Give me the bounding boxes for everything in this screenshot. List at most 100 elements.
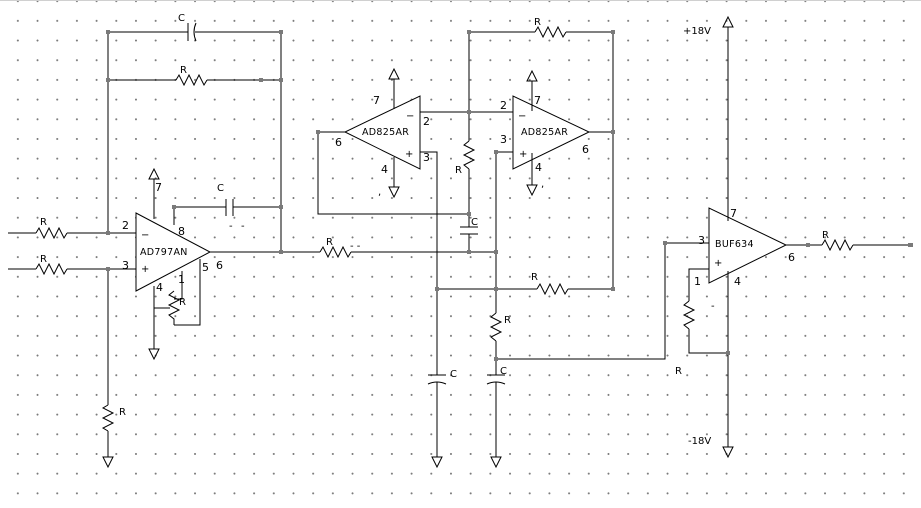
node-dot — [172, 205, 176, 209]
node-dot — [435, 287, 439, 291]
node-dot — [467, 30, 471, 34]
wire — [420, 151, 438, 375]
negative-supply-label: -18V — [688, 436, 711, 447]
ad825a-plus: + — [405, 149, 413, 160]
node-dot — [279, 205, 283, 209]
wire — [317, 131, 469, 215]
wire — [496, 242, 709, 360]
node-dot — [494, 287, 498, 291]
wire — [688, 329, 728, 354]
pin-label: 3 — [122, 259, 129, 272]
node-dot — [494, 150, 498, 154]
bridge-resistor-label: R — [455, 165, 462, 176]
pin-label: 6 — [788, 251, 795, 264]
node-dot — [106, 30, 110, 34]
wire — [821, 238, 854, 252]
return-resistor-label: R — [531, 272, 538, 283]
ad797-part-label: AD797AN — [140, 247, 188, 258]
stage3-feedback-resistor-label: R — [534, 17, 541, 28]
opamp-ad825-right: − + AD825AR 2 3 7 4 6 , — [500, 69, 591, 197]
buf634-mark: - — [711, 301, 715, 312]
pin-label: 7 — [155, 181, 162, 194]
wire — [388, 67, 400, 80]
pin-label: 4 — [734, 275, 741, 288]
comp-cap-mark2: - — [241, 221, 245, 232]
wire — [101, 404, 115, 432]
wire — [682, 300, 696, 330]
node-dot — [467, 110, 471, 114]
stage1-inputs: R R R — [8, 217, 136, 469]
coupling-resistor-label: R — [326, 237, 333, 248]
pin-label: 1 — [694, 275, 701, 288]
coupling-mark: - - — [350, 241, 361, 252]
comp-cap-mark: - — [229, 221, 233, 232]
wire — [202, 31, 282, 252]
pin-label: 3 — [698, 234, 705, 247]
node-dot — [106, 78, 110, 82]
node-dot — [494, 250, 498, 254]
feedback-capacitor: C — [178, 13, 202, 42]
pin-label: 2 — [500, 99, 507, 112]
ad825b-mark: , — [541, 179, 544, 190]
ground-symbol-2 — [431, 456, 443, 469]
wire — [148, 348, 160, 361]
wire — [489, 312, 503, 342]
wire — [388, 186, 400, 199]
wire — [343, 95, 421, 170]
feedback-capacitor-label: C — [178, 13, 185, 24]
wire — [35, 262, 68, 276]
positive-supply-label: +18V — [683, 26, 711, 37]
buf634-plus: + — [714, 258, 722, 269]
feedback-resistor-label: R — [180, 65, 187, 76]
filter-capacitor-1-label: C — [450, 369, 457, 380]
filter-capacitor-2: C — [486, 366, 507, 385]
buffer-buf634: BUF634 + 3 7 4 1 6 - — [694, 207, 795, 312]
wire — [722, 15, 734, 28]
node-dot — [726, 351, 730, 355]
pin-label: 4 — [381, 163, 388, 176]
node-dot — [316, 130, 320, 134]
ground-symbol-3 — [490, 456, 502, 469]
ad825b-plus: + — [519, 149, 527, 160]
pin-label: 5 — [202, 261, 209, 274]
trim-resistor-label: R — [179, 297, 186, 308]
node-dot — [259, 78, 263, 82]
wire — [708, 207, 788, 284]
node-dot — [467, 212, 471, 216]
pin-label: 2 — [122, 219, 129, 232]
wire — [722, 446, 734, 459]
node-dot — [279, 250, 283, 254]
pin-label: 6 — [216, 259, 223, 272]
node-dot — [106, 267, 110, 271]
node-dot — [663, 241, 667, 245]
coupling-resistor: R - - — [319, 237, 361, 259]
wire — [462, 140, 476, 170]
pin-label: 4 — [156, 281, 163, 294]
buf634-part-label: BUF634 — [715, 239, 754, 250]
connection-nodes — [106, 30, 913, 361]
opamp-ad825-left: − + AD825AR 7 2 3 6 4 , — [335, 67, 430, 199]
ground-resistor-label: R — [119, 407, 126, 418]
node-dot — [806, 243, 810, 247]
pin-label: 7 — [534, 94, 541, 107]
wire — [534, 25, 567, 39]
ad825a-mark: , — [378, 187, 381, 198]
ad797-plus: + — [141, 264, 149, 275]
wire — [167, 290, 181, 325]
wire — [35, 226, 68, 240]
node-dot — [279, 30, 283, 34]
wire — [174, 259, 201, 326]
wire — [174, 271, 183, 300]
wire — [135, 212, 212, 292]
pin-label: 6 — [582, 143, 589, 156]
node-dot — [494, 357, 498, 361]
node-dot — [467, 250, 471, 254]
opamp-ad797: − + AD797AN 2 3 7 8 4 1 5 6 R — [122, 167, 223, 361]
ad825b-minus: − — [518, 111, 526, 122]
filter-capacitor-1: C — [427, 369, 457, 385]
node-dot — [106, 231, 110, 235]
pin-label: 7 — [730, 207, 737, 220]
pin-label: 8 — [178, 225, 185, 238]
